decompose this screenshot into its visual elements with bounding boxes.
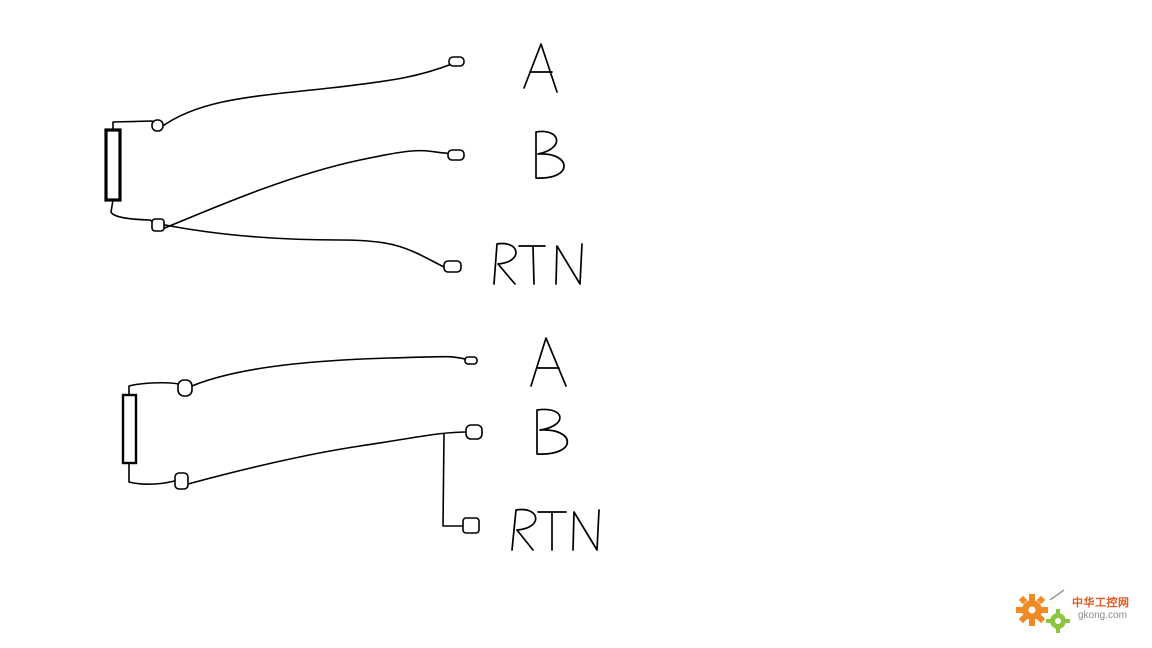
top-terminal-b xyxy=(447,149,465,161)
gear-icon xyxy=(1016,589,1070,633)
top-terminal-rtn xyxy=(443,260,462,273)
top-label-b xyxy=(535,130,565,179)
bottom-resistor xyxy=(121,393,138,465)
top-label-a xyxy=(523,43,558,93)
bottom-resistor-lead-lower xyxy=(128,462,179,485)
bottom-terminal-b xyxy=(465,424,483,440)
top-wire-rtn xyxy=(159,223,447,269)
top-resistor xyxy=(104,128,122,202)
top-resistor-lead-lower xyxy=(110,199,158,225)
top-terminal-a xyxy=(448,56,465,67)
bottom-jumper-b-rtn xyxy=(442,433,465,527)
bottom-terminal-resistor-lower xyxy=(174,472,189,490)
watermark-en: gkong.com xyxy=(1078,610,1127,621)
bottom-terminal-resistor-upper xyxy=(177,379,193,397)
top-circuit xyxy=(104,43,583,285)
top-terminal-resistor-upper xyxy=(151,119,164,132)
bottom-label-a xyxy=(530,337,567,387)
bottom-label-b xyxy=(536,408,569,455)
watermark-cn: 中华工控网 xyxy=(1072,596,1130,609)
bottom-terminal-rtn xyxy=(462,517,480,534)
bottom-wire-b xyxy=(187,431,469,485)
bottom-wire-a xyxy=(191,355,471,387)
bottom-terminal-a xyxy=(464,356,478,365)
bottom-circuit xyxy=(121,337,600,551)
bottom-label-rtn xyxy=(511,508,600,551)
top-label-rtn xyxy=(493,242,583,285)
top-wire-a xyxy=(159,63,453,129)
gkong-watermark: 中华工控网 gkong.com xyxy=(1012,588,1146,638)
bottom-resistor-lead-upper xyxy=(128,381,184,396)
top-terminal-resistor-lower xyxy=(151,218,165,232)
top-wire-b xyxy=(159,149,457,231)
